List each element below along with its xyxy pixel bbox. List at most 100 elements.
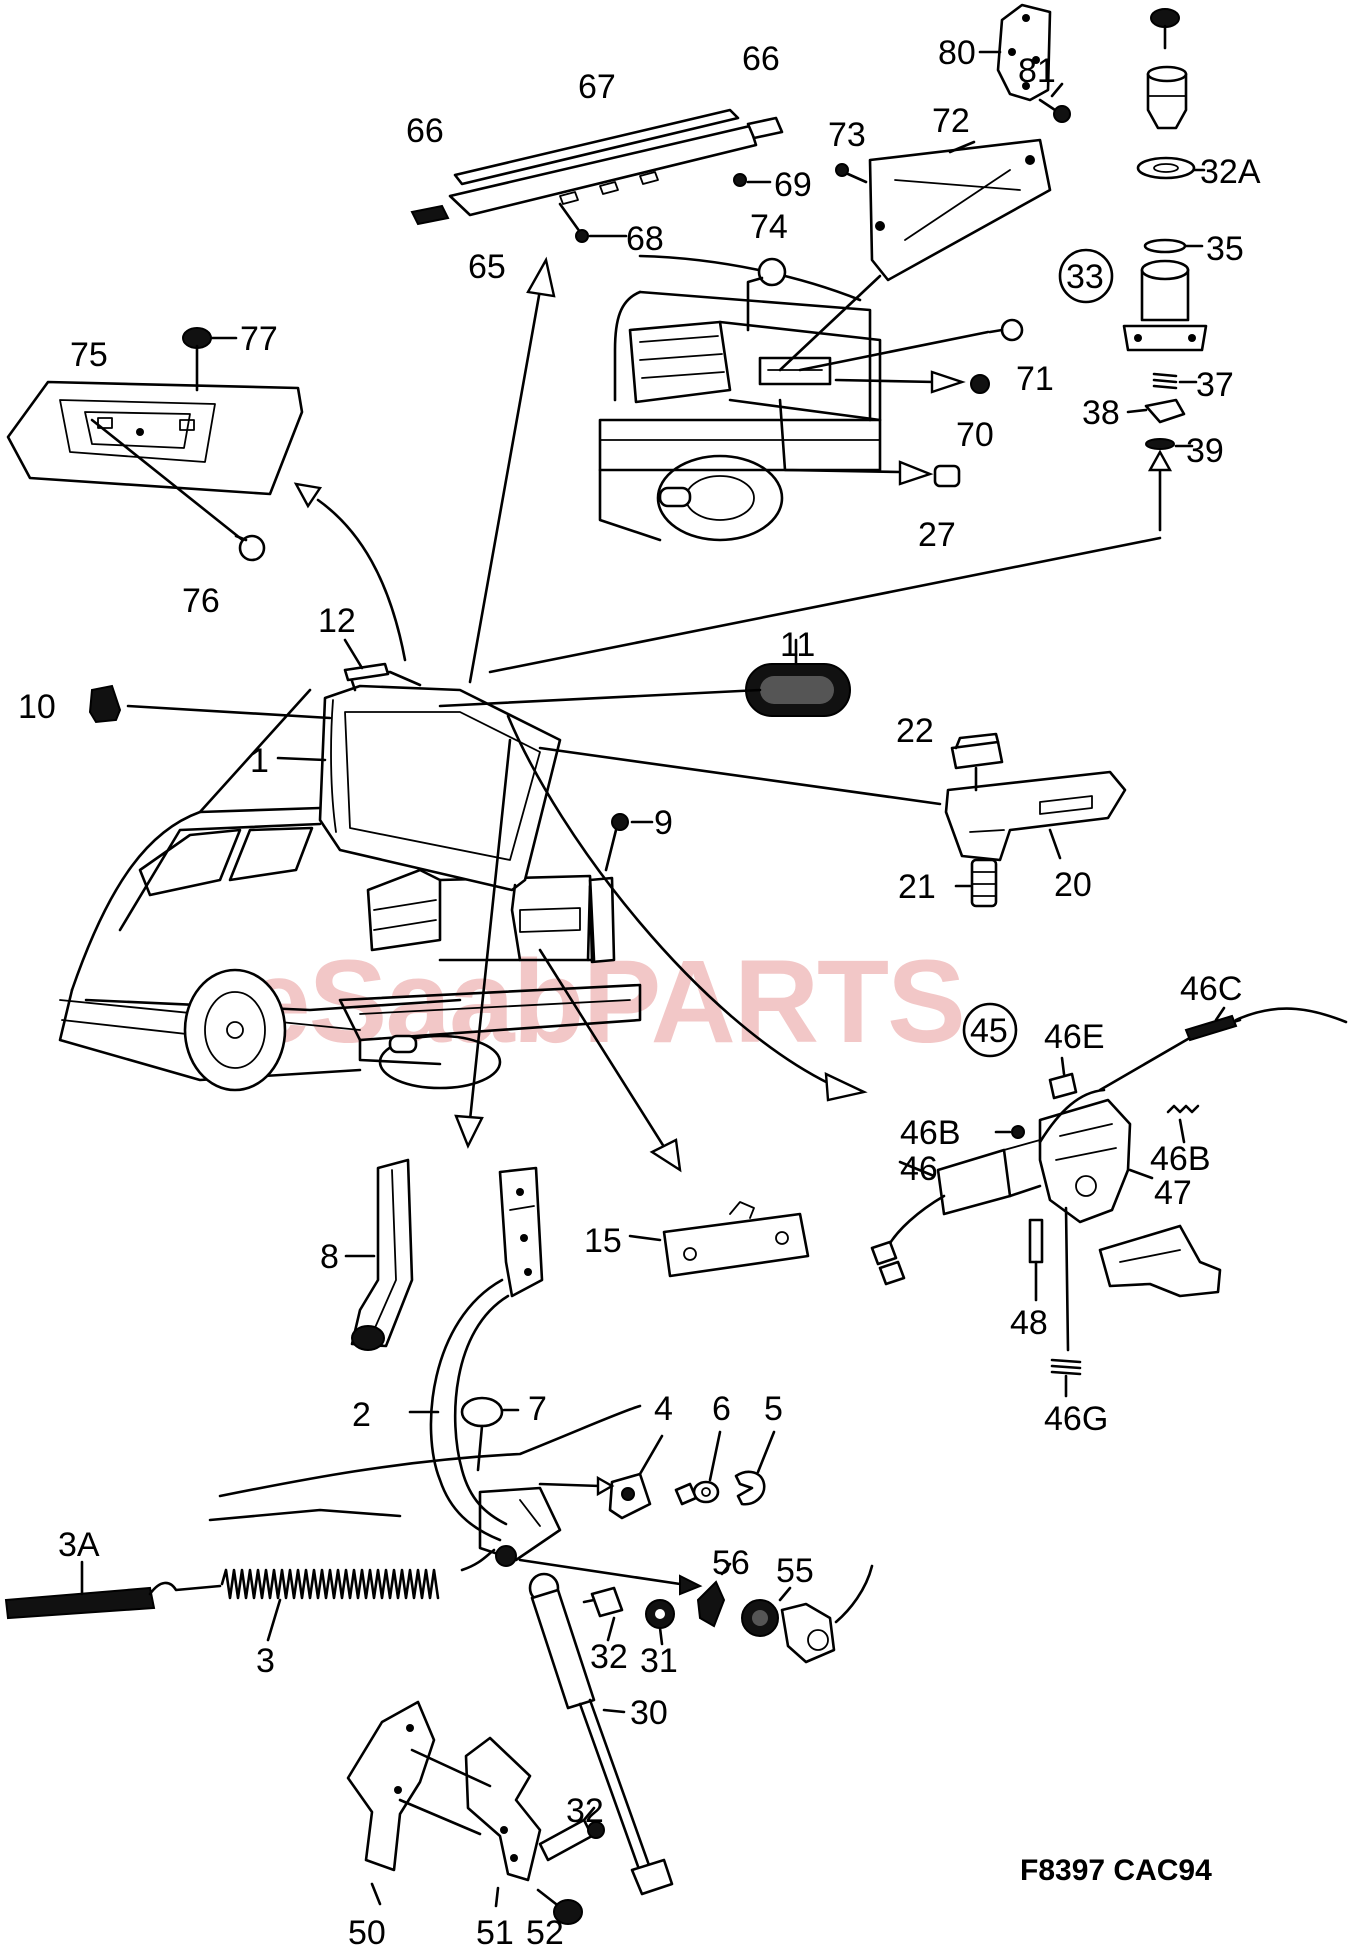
part-6-washer xyxy=(692,1430,722,1504)
part-15-handle xyxy=(628,1201,810,1278)
hinge-exploded-arrows xyxy=(518,1475,703,1596)
drawing-code: F8397 CAC94 xyxy=(1020,1854,1212,1887)
callout-30: 30 xyxy=(630,1694,668,1732)
part-69-clip xyxy=(733,173,772,187)
part-56-clip xyxy=(696,1562,732,1628)
part-30-gas-strut xyxy=(528,1572,674,1896)
callout-46B-b: 46B xyxy=(1150,1140,1211,1178)
part-22-clip xyxy=(950,732,1004,792)
part-66-endcap-right xyxy=(746,116,784,140)
part-51-bracket-right xyxy=(398,1736,542,1908)
callout-46C: 46C xyxy=(1180,970,1242,1008)
callout-51: 51 xyxy=(476,1914,514,1948)
part-4-plate xyxy=(608,1434,664,1520)
callout-21: 21 xyxy=(898,868,936,906)
part-38-lever xyxy=(1126,398,1186,424)
callout-67: 67 xyxy=(578,68,616,106)
part-2-hinge-arm xyxy=(408,1278,510,1542)
part-65-rail xyxy=(448,124,758,217)
part-12-clip xyxy=(343,638,390,682)
lock-assembly-links xyxy=(1008,1088,1106,1198)
callout-33-ring xyxy=(1058,248,1114,304)
callout-33: 33 xyxy=(1066,258,1104,296)
part-32A-washer xyxy=(1136,156,1206,180)
callout-68: 68 xyxy=(626,220,664,258)
callout-55: 55 xyxy=(776,1552,814,1590)
callout-76: 76 xyxy=(182,582,220,620)
part-46C-cable xyxy=(1098,1006,1348,1092)
callout-45: 45 xyxy=(970,1012,1008,1050)
part-68-screw xyxy=(558,202,628,243)
arrow-to-handle xyxy=(538,948,682,1173)
part-73-screw xyxy=(835,163,868,184)
part-46B-clip-b xyxy=(1166,1104,1200,1144)
part-20-striker xyxy=(538,746,1127,862)
part-37-spring xyxy=(1152,372,1198,390)
part-50-bracket-left xyxy=(346,1700,436,1906)
part-76-screw xyxy=(90,418,266,562)
part-small-spacer xyxy=(674,1482,698,1506)
callout-52: 52 xyxy=(526,1914,564,1948)
part-46B-clip-a xyxy=(994,1125,1025,1139)
part-5-clip xyxy=(734,1430,776,1506)
part-75-cover-plate xyxy=(6,380,304,496)
callout-6: 6 xyxy=(712,1390,731,1428)
callout-1: 1 xyxy=(250,742,269,780)
part-46E-bracket xyxy=(1048,1056,1078,1100)
callout-70: 70 xyxy=(956,416,994,454)
part-7-knob xyxy=(460,1396,520,1472)
part-66-endcap-left xyxy=(410,204,450,226)
arrow-to-cover xyxy=(293,482,407,662)
callout-81: 81 xyxy=(1018,52,1056,90)
hinge-body-lines xyxy=(208,1404,642,1567)
part-3A-bar xyxy=(4,1560,156,1620)
callout-32A: 32A xyxy=(1200,153,1261,191)
part-71-bolt xyxy=(798,318,1024,372)
part-39-clip xyxy=(1145,438,1194,450)
lock-connection-line xyxy=(488,449,1173,674)
part-ball-bracket xyxy=(780,1564,874,1664)
callout-37: 37 xyxy=(1196,366,1234,404)
callout-46E: 46E xyxy=(1044,1018,1105,1056)
arrow-to-lock xyxy=(506,714,868,1102)
part-10-knob xyxy=(88,684,332,724)
arrow-to-spoiler xyxy=(468,256,556,684)
callout-45-ring xyxy=(962,1002,1018,1058)
part-47-lock-body xyxy=(1038,1098,1154,1224)
callout-56: 56 xyxy=(712,1544,750,1582)
part-52-screw xyxy=(536,1888,583,1925)
part-46G-spring xyxy=(1050,1206,1082,1398)
callout-10: 10 xyxy=(18,688,56,726)
callout-46B-a: 46B xyxy=(900,1114,961,1152)
callout-65: 65 xyxy=(468,248,506,286)
callout-11: 11 xyxy=(780,626,815,664)
part-74-grommet xyxy=(746,257,787,332)
callout-9: 9 xyxy=(654,804,673,842)
callout-48: 48 xyxy=(1010,1304,1048,1342)
callout-12: 12 xyxy=(318,602,356,640)
callout-74: 74 xyxy=(750,208,788,246)
callout-73: 73 xyxy=(828,116,866,154)
part-3-spring xyxy=(148,1548,496,1642)
part-21-bolt xyxy=(954,858,998,908)
part-32-bushing-upper xyxy=(582,1586,624,1642)
callout-22: 22 xyxy=(896,712,934,750)
callout-7: 7 xyxy=(528,1390,547,1428)
callout-39: 39 xyxy=(1186,432,1224,470)
callout-20: 20 xyxy=(1054,866,1092,904)
part-key xyxy=(1150,8,1180,50)
callout-66a: 66 xyxy=(406,112,444,150)
part-72-plate xyxy=(778,138,1052,372)
part-9-grommet xyxy=(604,813,654,872)
callout-46G: 46G xyxy=(1044,1400,1108,1438)
callout-27: 27 xyxy=(918,516,956,554)
callout-46: 46 xyxy=(900,1150,938,1188)
callout-5: 5 xyxy=(764,1390,783,1428)
callout-32a: 32 xyxy=(590,1638,628,1676)
callout-3A: 3A xyxy=(58,1526,100,1564)
callout-80: 80 xyxy=(938,34,976,72)
part-81-screw xyxy=(1038,82,1071,123)
callout-35: 35 xyxy=(1206,230,1244,268)
callout-3: 3 xyxy=(256,1642,275,1680)
